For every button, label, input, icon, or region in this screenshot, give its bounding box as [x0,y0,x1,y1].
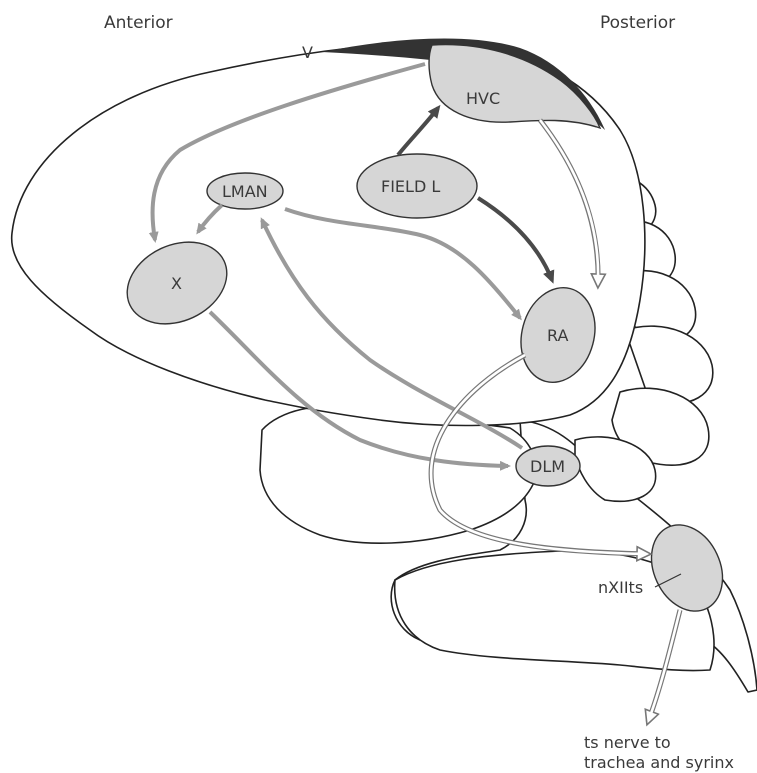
dlm-label: DLM [530,457,565,476]
hvc-label: HVC [466,89,500,108]
posterior-label: Posterior [600,13,675,33]
nxiits-leader-line [654,573,682,588]
ra-nucleus [520,287,596,383]
lman-nucleus [206,172,284,210]
hvc-nucleus [428,43,602,130]
arrow-field-l-to-ra [476,196,555,284]
optic-lobe-outline [259,406,537,544]
output-label-line2: trachea and syrinx [584,753,734,772]
lman-label: LMAN [222,182,268,201]
x-nucleus [126,241,228,325]
arrow-hvc-to-x [148,62,426,243]
arrow-lman-to-ra [284,207,522,321]
cerebrum-outline [10,42,646,427]
field-l-nucleus [356,153,478,219]
nxiits-label: nXIIts [598,578,643,597]
x-label: X [171,274,182,293]
dlm-nucleus [515,445,581,487]
field-l-label: FIELD L [381,177,440,196]
arrow-field-l-to-hvc [396,104,441,157]
arrow-dlm-to-lman [260,217,524,450]
hindbrain-outline [393,550,715,672]
output-label-line1: ts nerve to [584,733,671,752]
v-label: V [302,43,313,62]
ventricle-crescent [322,38,605,131]
anterior-label: Anterior [104,13,173,33]
arrow-lman-to-x [196,203,224,235]
ra-label: RA [547,326,568,345]
arrow-x-to-dlm [208,310,511,471]
nxiits-nucleus [650,524,724,612]
